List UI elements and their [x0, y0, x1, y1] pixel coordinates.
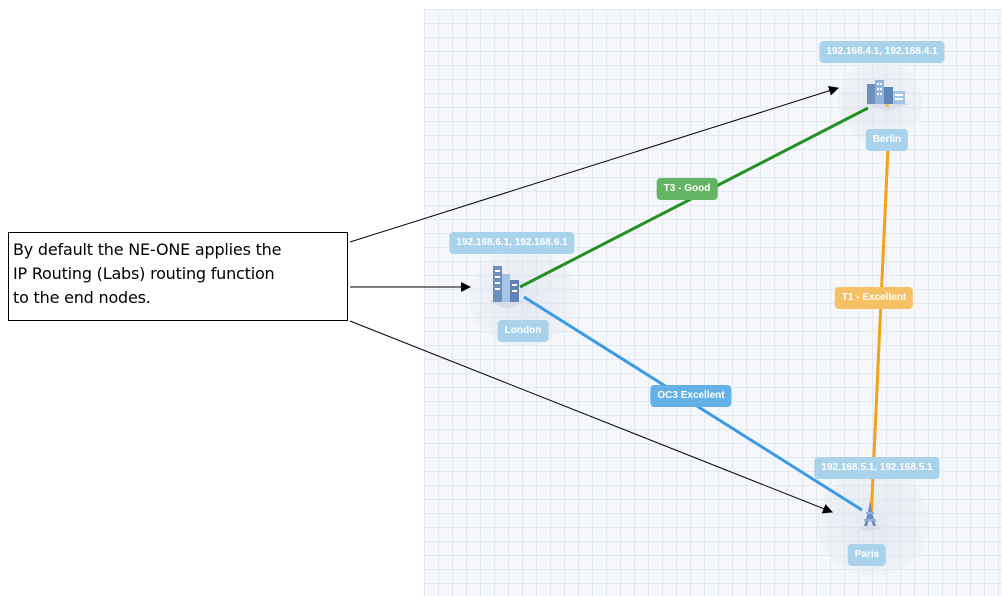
link-label-t3-good[interactable]: T3 - Good [656, 178, 718, 200]
eiffel-tower-icon[interactable] [857, 500, 883, 537]
paris-name-label: Paris [847, 544, 887, 566]
link-label-t1-excellent[interactable]: T1 - Excellent [834, 287, 914, 309]
arrow-to-paris [349, 320, 833, 514]
arrow-to-berlin [349, 85, 839, 243]
callout-line: to the end nodes. [13, 288, 151, 307]
callout-line: IP Routing (Labs) routing function [13, 264, 275, 283]
london-name-label: London [497, 320, 549, 342]
berlin-name-label: Berlin [865, 129, 909, 151]
skyscrapers-icon[interactable] [487, 262, 527, 315]
callout-line: By default the NE-ONE applies the [13, 240, 282, 259]
office-buildings-icon[interactable] [863, 78, 911, 117]
london-ip-label: 192.168.6.1, 192.168.6.1 [449, 232, 575, 254]
callout-box: By default the NE-ONE applies the IP Rou… [8, 232, 348, 321]
paris-ip-label: 192.168.5.1, 192.168.5.1 [814, 457, 940, 479]
link-label-oc3-excellent[interactable]: OC3 Excellent [650, 385, 732, 407]
berlin-ip-label: 192.168.4.1, 192.168.4.1 [819, 41, 945, 63]
